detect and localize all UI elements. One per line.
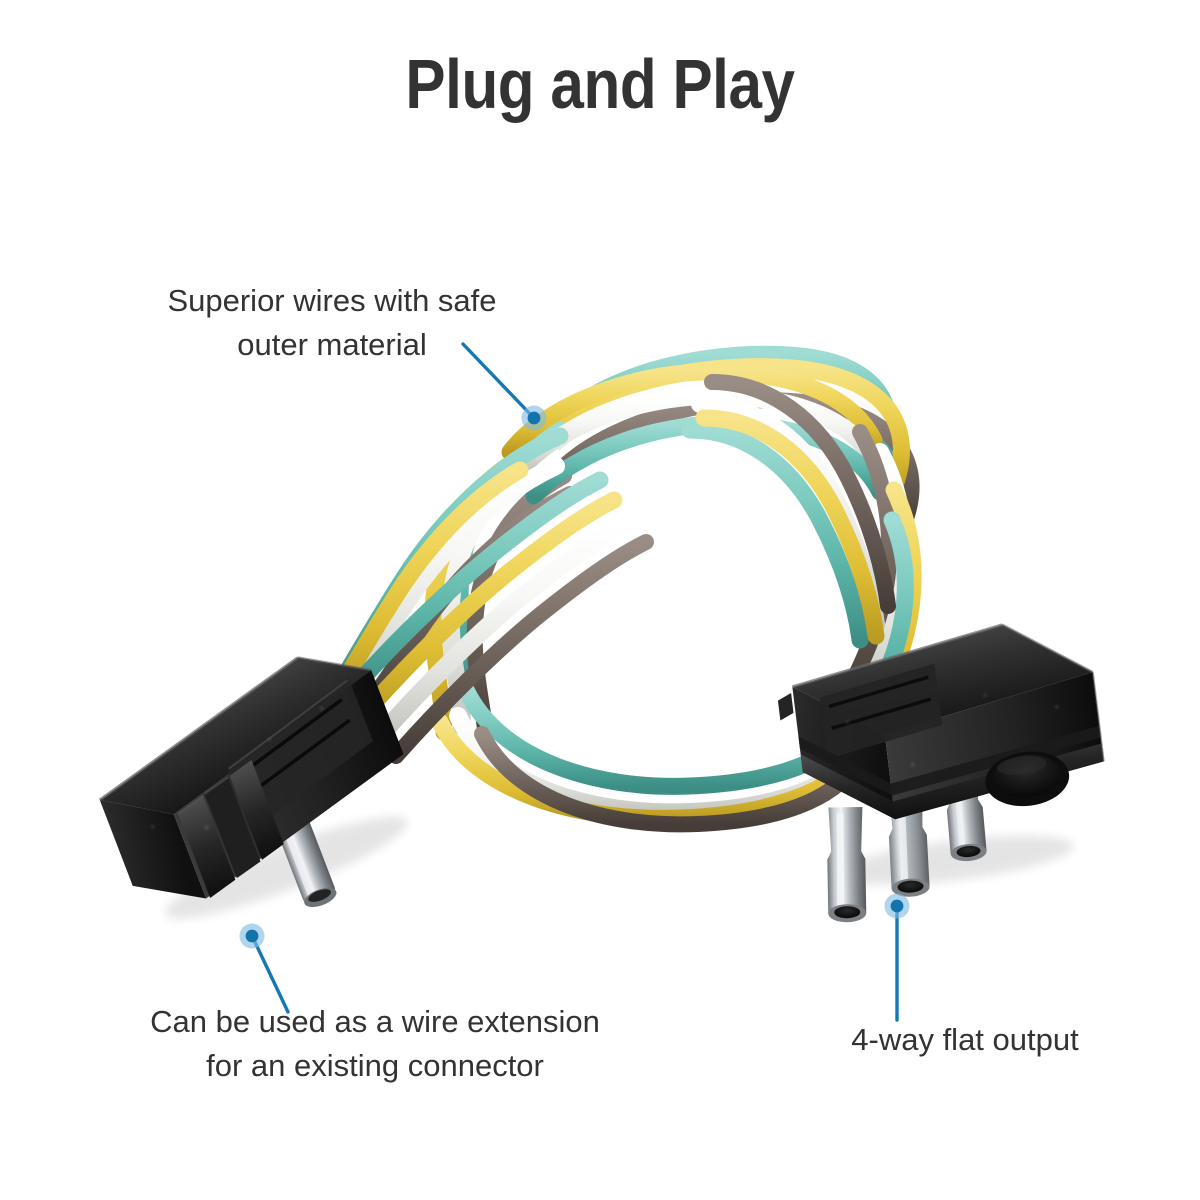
callout-four-way-output: 4-way flat output <box>800 1018 1130 1062</box>
tail-yellow-left <box>329 461 529 701</box>
left-connector <box>98 656 409 919</box>
right-connector-ribs <box>798 725 1104 820</box>
callout-wire-extension-line-2: for an existing connector <box>206 1048 544 1083</box>
tail-teal-right <box>681 421 869 649</box>
tail-brown-right <box>704 374 896 614</box>
right-connector-side-face <box>884 672 1104 820</box>
exit-brown <box>388 534 654 764</box>
left-connector-groove-1 <box>247 698 343 771</box>
wire-exit-left-connector <box>343 471 654 764</box>
terminal-1 <box>827 806 867 923</box>
exit-white <box>371 513 639 745</box>
right-connector <box>777 623 1105 923</box>
right-connector-raised-panel <box>819 663 943 760</box>
exit-teal <box>343 471 609 699</box>
left-connector-ribs <box>177 759 284 898</box>
callout-wire-extension-line-1: Can be used as a wire extension <box>150 1004 600 1039</box>
right-connector-lug <box>777 693 794 721</box>
left-connector-groove-2 <box>255 718 351 791</box>
left-connector-panel-highlight <box>228 679 348 770</box>
tail-yellow-right <box>695 409 885 645</box>
wire-yellow-upper-front <box>501 363 883 461</box>
callout-superior-wires-line-1: Superior wires with safe <box>167 283 497 318</box>
left-connector-top-face <box>99 657 372 815</box>
wire-tails-right <box>681 374 896 649</box>
callout-superior-wires: Superior wires with safe outer material <box>112 279 552 367</box>
right-connector-socket-hole <box>985 751 1070 807</box>
left-connector-front-face <box>99 800 207 899</box>
wire-brown-bottom <box>474 726 872 833</box>
page-title: Plug and Play <box>405 45 795 123</box>
exit-yellow <box>355 491 623 723</box>
callout-wire-extension: Can be used as a wire extension for an e… <box>90 1000 660 1088</box>
callout-four-way-output-line-1: 4-way flat output <box>851 1022 1079 1057</box>
callout-superior-wires-line-2: outer material <box>237 327 427 362</box>
right-connector-groove-1 <box>828 675 929 709</box>
